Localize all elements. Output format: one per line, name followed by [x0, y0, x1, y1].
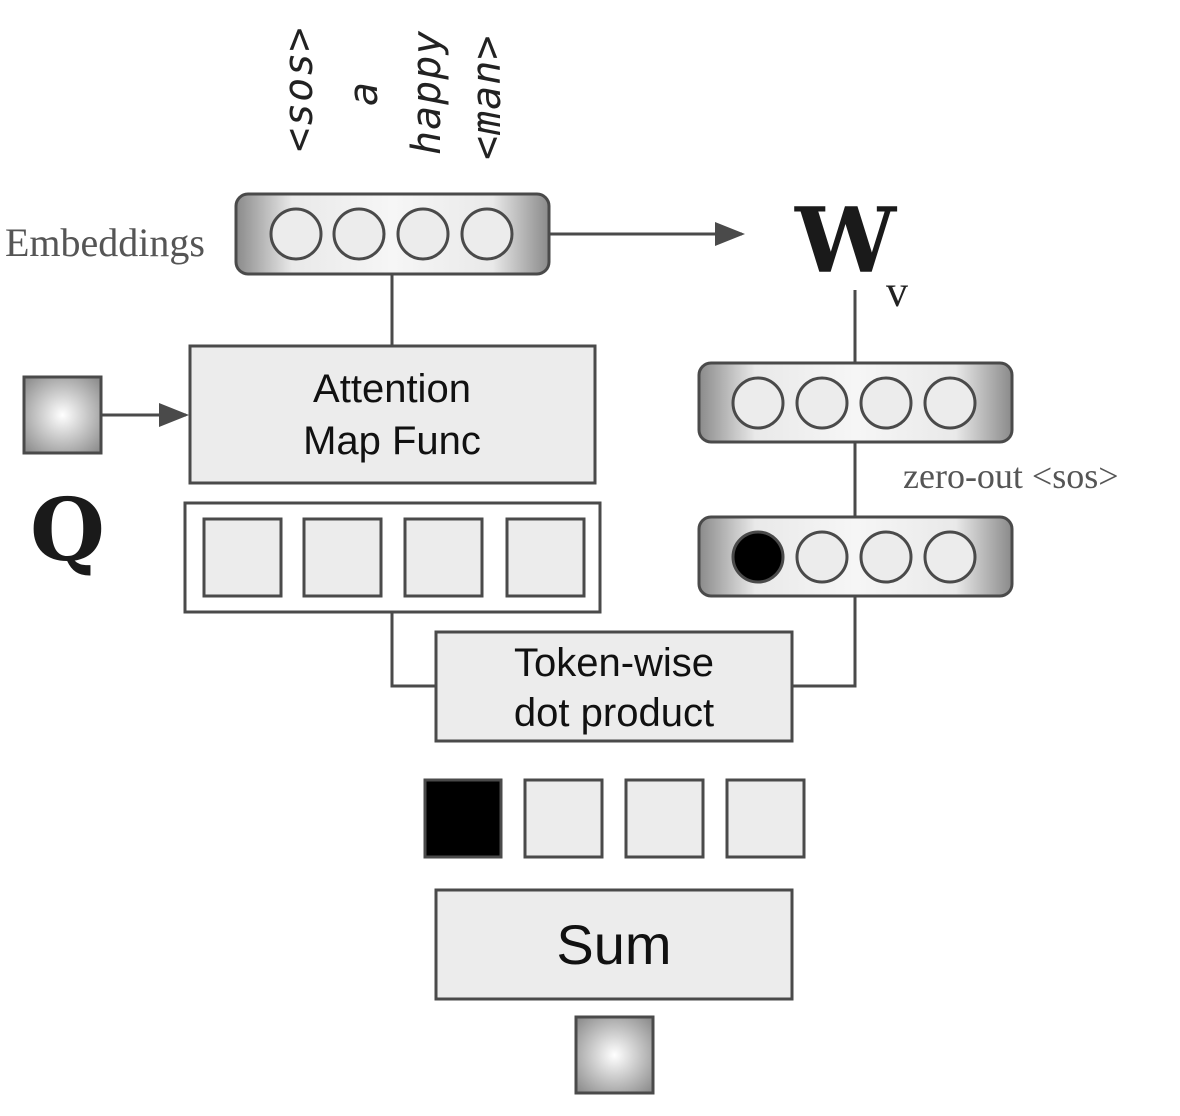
attention-weights-vector: [183, 501, 602, 614]
embedding-cell: [269, 207, 323, 261]
embedding-cell: [332, 207, 386, 261]
value-cell: [731, 376, 785, 430]
value-cell: [795, 376, 849, 430]
product-vector: [423, 778, 806, 859]
product-cell: [523, 778, 604, 859]
w-letter: W: [794, 188, 898, 294]
token-word: happy: [404, 30, 450, 155]
attention-weight-cell: [403, 517, 484, 598]
masked-value-vector: [697, 515, 1014, 598]
embeddings-vector: [234, 192, 551, 276]
value-vector: [697, 361, 1014, 444]
attention-map-func-box: Attention Map Func: [188, 344, 597, 485]
w-subscript: v: [886, 267, 908, 316]
masked-to-dot-connector: [792, 596, 857, 688]
attention-label-line1: Attention: [313, 367, 471, 411]
value-cell: [923, 376, 977, 430]
value-cell: [859, 376, 913, 430]
dot-product-box: Token-wise dot product: [434, 630, 794, 743]
masked-value-cell-zeroed: [731, 530, 785, 584]
attention-label-line2: Map Func: [303, 419, 481, 463]
attention-weight-cell: [302, 517, 383, 598]
sum-box: Sum: [434, 888, 794, 1001]
embedding-cell: [460, 207, 514, 261]
product-cell: [624, 778, 705, 859]
product-cell-zeroed: [423, 778, 503, 859]
token-word: <man>: [464, 35, 510, 160]
token-word: a: [341, 81, 387, 106]
output-vector: [574, 1015, 655, 1095]
q-letter: Q: [30, 480, 105, 581]
zero-out-label: zero-out <sos>: [903, 456, 1119, 496]
product-cell: [725, 778, 806, 859]
token-word: <sos>: [276, 27, 322, 152]
masked-value-cell: [795, 530, 849, 584]
weights-to-dot-connector: [390, 612, 436, 688]
embeddings-label: Embeddings: [5, 220, 205, 265]
embedding-cell: [396, 207, 450, 261]
attention-weight-cell: [505, 517, 586, 598]
attention-weight-cell: [202, 517, 283, 598]
token-list: <sos> a happy <man>: [276, 27, 510, 160]
masked-value-cell: [923, 530, 977, 584]
dot-label-line1: Token-wise: [514, 641, 714, 685]
query-vector: [22, 375, 103, 455]
sum-label: Sum: [556, 913, 671, 976]
dot-label-line2: dot product: [514, 691, 714, 735]
masked-value-cell: [859, 530, 913, 584]
